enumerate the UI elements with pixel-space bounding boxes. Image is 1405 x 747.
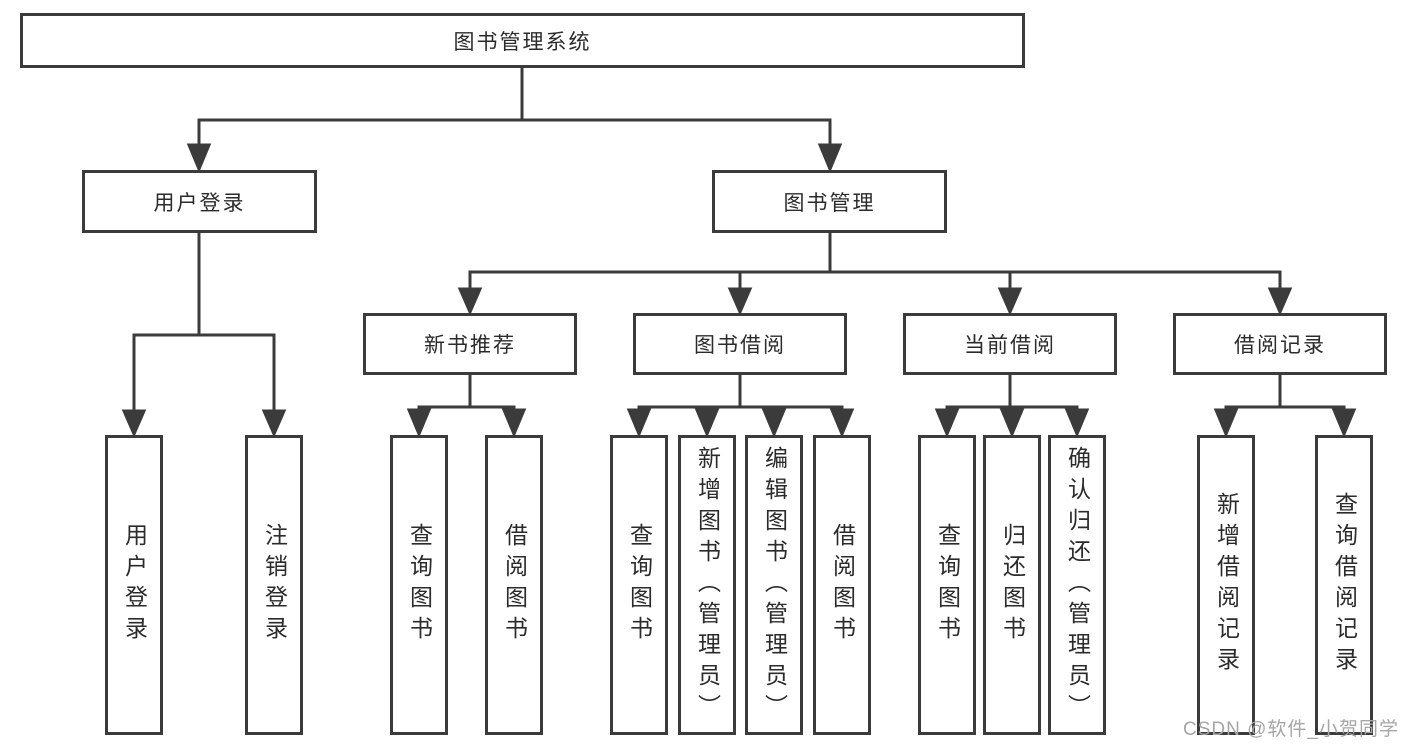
- node-root: 图书管理系统: [20, 13, 1025, 68]
- leaf-add-borrow-record: 新增借阅记录: [1197, 435, 1255, 735]
- leaf-query-books-recommend: 查询图书: [390, 435, 448, 735]
- leaf-confirm-return-admin: 确认归还（管理员）: [1048, 435, 1106, 735]
- leaf-borrow-books-borrow: 借阅图书: [813, 435, 871, 735]
- leaf-logout-login: 注销登录: [245, 435, 303, 735]
- leaf-edit-books-admin: 编辑图书（管理员）: [745, 435, 803, 735]
- node-new-book-recommendation: 新书推荐: [363, 313, 577, 375]
- leaf-borrow-books-recommend: 借阅图书: [485, 435, 543, 735]
- node-current-borrowing: 当前借阅: [903, 313, 1117, 375]
- leaf-query-books-borrow: 查询图书: [610, 435, 668, 735]
- leaf-user-login: 用户登录: [105, 435, 163, 735]
- watermark: CSDN @软件_小贺同学: [1183, 719, 1399, 740]
- node-book-management: 图书管理: [712, 170, 947, 233]
- node-user-login: 用户登录: [82, 170, 317, 233]
- node-book-borrowing: 图书借阅: [633, 313, 847, 375]
- leaf-add-books-admin: 新增图书（管理员）: [678, 435, 736, 735]
- leaf-query-borrow-record: 查询借阅记录: [1315, 435, 1373, 735]
- leaf-return-books: 归还图书: [983, 435, 1041, 735]
- leaf-query-books-current: 查询图书: [918, 435, 976, 735]
- node-borrowing-records: 借阅记录: [1173, 313, 1387, 375]
